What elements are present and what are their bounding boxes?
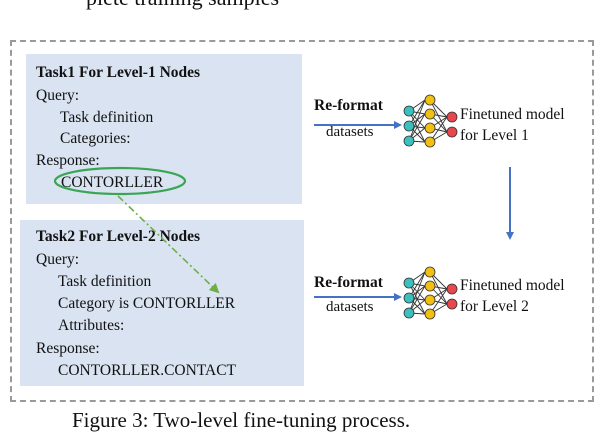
network-node <box>424 136 436 148</box>
neural-network-icon <box>403 266 458 320</box>
network-edge <box>429 99 448 133</box>
network-node <box>424 108 436 120</box>
network-edge <box>408 282 426 315</box>
model-label-1-line2: for Level 1 <box>460 127 529 144</box>
dashed-frame <box>10 40 594 402</box>
task1-title: Task1 For Level-1 Nodes <box>36 64 201 81</box>
network-node <box>446 111 458 123</box>
network-edge <box>408 271 426 314</box>
task2-task-definition: Task definition <box>58 273 152 290</box>
task1-categories: Categories: <box>60 130 131 147</box>
model-label-2-line2: for Level 2 <box>460 298 529 315</box>
task1-task-definition: Task definition <box>60 109 154 126</box>
model-label-1-line1: Finetuned model <box>460 106 565 123</box>
network-edge <box>408 110 426 143</box>
network-node <box>403 277 415 289</box>
network-node <box>424 94 436 106</box>
task2-category-is: Category is CONTORLLER <box>58 295 236 312</box>
task2-response-value: CONTORLLER.CONTACT <box>58 362 237 379</box>
task2-response-label: Response: <box>36 340 100 357</box>
network-node <box>403 135 415 147</box>
task2-panel: Task2 For Level-2 Nodes Query: Task defi… <box>20 220 304 386</box>
task1-query-label: Query: <box>36 87 80 104</box>
datasets-label-1: datasets <box>326 124 374 140</box>
reformat-label-1: Re-format <box>314 97 383 114</box>
network-edge <box>429 271 448 305</box>
network-node <box>424 122 436 134</box>
task1-panel: Task1 For Level-1 Nodes Query: Task defi… <box>26 54 302 204</box>
figure-caption: Figure 3: Two-level fine-tuning process. <box>72 408 411 432</box>
datasets-label-2: datasets <box>326 299 374 315</box>
network-node <box>446 126 458 138</box>
task2-attributes: Attributes: <box>58 317 125 334</box>
network-node <box>446 283 458 295</box>
task1-response-value: CONTORLLER <box>61 174 164 191</box>
network-node <box>446 298 458 310</box>
network-node <box>403 292 415 304</box>
model-label-2-line1: Finetuned model <box>460 277 565 294</box>
network-node <box>403 105 415 117</box>
neural-network-icon <box>403 94 458 148</box>
network-node <box>403 307 415 319</box>
task2-title: Task2 For Level-2 Nodes <box>36 228 201 245</box>
network-edge <box>408 99 426 142</box>
category-link-arrow <box>117 195 220 294</box>
network-node <box>424 266 436 278</box>
network-node <box>403 120 415 132</box>
reformat-label-2: Re-format <box>314 274 383 291</box>
task1-response-label: Response: <box>36 152 100 169</box>
network-node <box>424 294 436 306</box>
network-node <box>424 308 436 320</box>
highlight-oval <box>53 166 187 196</box>
header-fragment: plete training samples <box>86 0 279 11</box>
network-node <box>424 280 436 292</box>
task2-query-label: Query: <box>36 251 80 268</box>
